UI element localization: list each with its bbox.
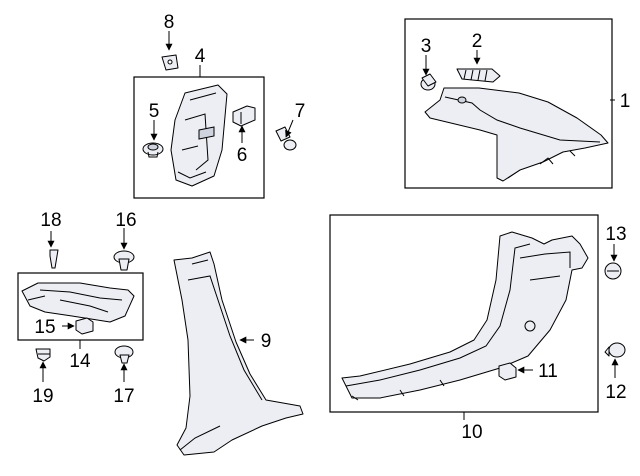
part-13-plug	[604, 262, 622, 280]
callout-3: 3	[421, 36, 432, 57]
callout-19: 19	[32, 386, 53, 407]
part-14-lower-trim	[21, 282, 135, 323]
callout-6: 6	[237, 145, 248, 166]
callout-labels: 8 4 5 6 7 3 2 1 18 16 15 14 19 17 9 10 1…	[32, 12, 630, 443]
callout-17: 17	[113, 386, 134, 407]
part-3-screw	[420, 73, 437, 91]
callout-16: 16	[115, 210, 136, 231]
callout-2: 2	[472, 31, 483, 52]
part-16-rivet	[113, 250, 135, 271]
part-18-pin	[49, 249, 59, 269]
part-5-push-pin	[142, 142, 164, 158]
callout-13: 13	[605, 224, 626, 245]
callout-5: 5	[149, 101, 160, 122]
callout-11: 11	[538, 361, 558, 382]
part-17-rivet	[114, 345, 134, 364]
callout-9: 9	[261, 331, 272, 352]
part-11-clip	[498, 362, 517, 381]
callout-18: 18	[40, 210, 61, 231]
part-4-upper-trim	[170, 84, 228, 187]
part-9-pillar-trim	[173, 251, 304, 456]
part-7-screw	[275, 126, 297, 151]
part-8-clip	[161, 54, 179, 71]
part-19-fastener	[35, 348, 51, 362]
leader-lines	[39, 31, 619, 420]
callout-12: 12	[605, 382, 626, 403]
group-box-4	[133, 76, 265, 199]
part-15-clip	[75, 317, 94, 335]
part-2-clip	[456, 68, 501, 83]
callout-1: 1	[620, 91, 631, 112]
callout-10: 10	[461, 422, 482, 443]
part-10-sill-trim	[341, 231, 589, 401]
callout-15: 15	[34, 317, 55, 338]
callout-4: 4	[195, 46, 206, 67]
part-6-clip	[232, 105, 256, 127]
part-1-quarter-trim	[424, 87, 609, 182]
callout-14: 14	[69, 351, 91, 372]
group-box-1	[404, 18, 613, 189]
callout-7: 7	[295, 101, 306, 122]
callout-8: 8	[164, 12, 175, 33]
part-12-plug	[604, 342, 626, 358]
